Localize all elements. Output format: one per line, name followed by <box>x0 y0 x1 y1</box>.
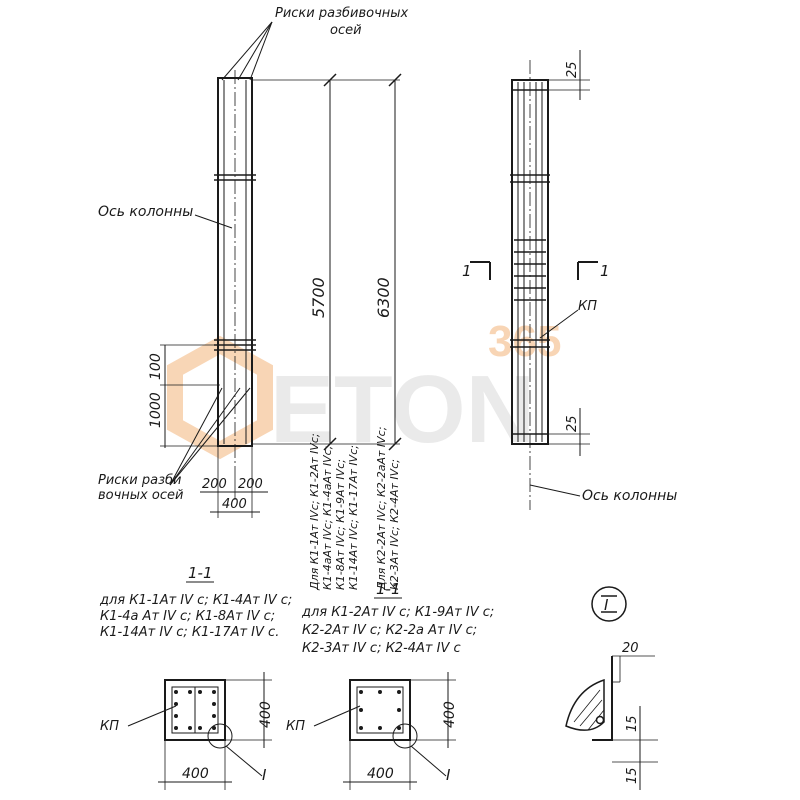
detail-I <box>565 586 658 790</box>
dim-25-top: 25 <box>565 61 580 78</box>
dim-400-section2-h: 400 <box>442 701 458 728</box>
dim-200-left: 200 <box>202 477 227 492</box>
section1-title: 1-1 <box>188 564 213 582</box>
dim-15-a: 15 <box>625 715 640 732</box>
kp-label-section2: КП <box>286 719 305 734</box>
cross-section-1 <box>127 672 272 790</box>
mark-I-section2: I <box>446 766 451 784</box>
watermark-number: 365 <box>488 317 561 366</box>
section2-line2: К2-2Ат IV с; К2-2а Ат IV с; <box>302 623 477 638</box>
vertical-note-3: К1-8Ат IVс; К1-9Ат IVс; <box>334 459 347 590</box>
detail-I-label: I <box>604 596 609 614</box>
dim-20: 20 <box>622 641 639 656</box>
dim-200-right: 200 <box>238 477 263 492</box>
risk-label-bottom: Риски разби <box>98 473 181 488</box>
vertical-note-5: Для К2-2Ат IVс; К2-2аАт IVс; <box>375 427 388 591</box>
watermark: ETON 365 <box>167 317 561 463</box>
dim-6300: 6300 <box>374 277 393 318</box>
vertical-note-4: К1-14Ат IVс; К1-17Ат IVс; <box>347 445 360 590</box>
column-side-view <box>470 50 598 510</box>
kp-label-side: КП <box>578 299 597 314</box>
kp-label-section1: КП <box>100 719 119 734</box>
section2-line1: для К1-2Ат IV с; К1-9Ат IV с; <box>301 605 494 620</box>
column-axis-label-left: Ось колонны <box>98 204 193 220</box>
section1-line3: К1-14Ат IV с; К1-17Ат IV с. <box>100 625 279 640</box>
section2-line3: К2-3Ат IV с; К2-4Ат IV с <box>302 641 461 656</box>
dim-400-elevation: 400 <box>222 497 247 512</box>
dim-100: 100 <box>148 353 164 380</box>
watermark-hexagon-icon <box>167 335 273 460</box>
dim-400-section1-h: 400 <box>258 701 274 728</box>
vertical-notes: Для К1-1Ат IVс; К1-2Ат IVс; К1-4аАт IVс;… <box>308 427 401 591</box>
watermark-text: ETON <box>270 356 535 463</box>
dim-25-bottom: 25 <box>565 415 580 432</box>
vertical-note-1: Для К1-1Ат IVс; К1-2Ат IVс; <box>308 433 321 591</box>
dim-400-section2-w: 400 <box>367 766 394 782</box>
cut-label-right: 1 <box>600 262 610 280</box>
column-axis-label-right: Ось колонны <box>582 488 677 504</box>
cross-section-2 <box>313 672 456 790</box>
risk-label-top: Риски разбивочных <box>275 6 409 21</box>
section2-title: 1-1 <box>376 580 401 598</box>
cut-label-left: 1 <box>462 262 472 280</box>
dim-15-b: 15 <box>625 767 640 784</box>
section1-line1: для К1-1Ат IV с; К1-4Ат IV с; <box>99 593 292 608</box>
risk-label-top-2: осей <box>330 23 362 38</box>
risk-label-bottom-2: вочных осей <box>98 488 183 503</box>
dim-5700: 5700 <box>309 277 328 318</box>
column-elevation <box>160 21 402 518</box>
vertical-note-6: К2-3Ат IVс; К2-4Ат IVс; <box>388 459 401 590</box>
section1-line2: К1-4а Ат IV с; К1-8Ат IV с; <box>100 609 275 624</box>
dim-1000: 1000 <box>148 392 164 428</box>
dim-400-section1-w: 400 <box>182 766 209 782</box>
vertical-note-2: К1-4аАт IVс; К1-4аАт IVс; <box>321 446 334 590</box>
mark-I-section1: I <box>262 766 267 784</box>
